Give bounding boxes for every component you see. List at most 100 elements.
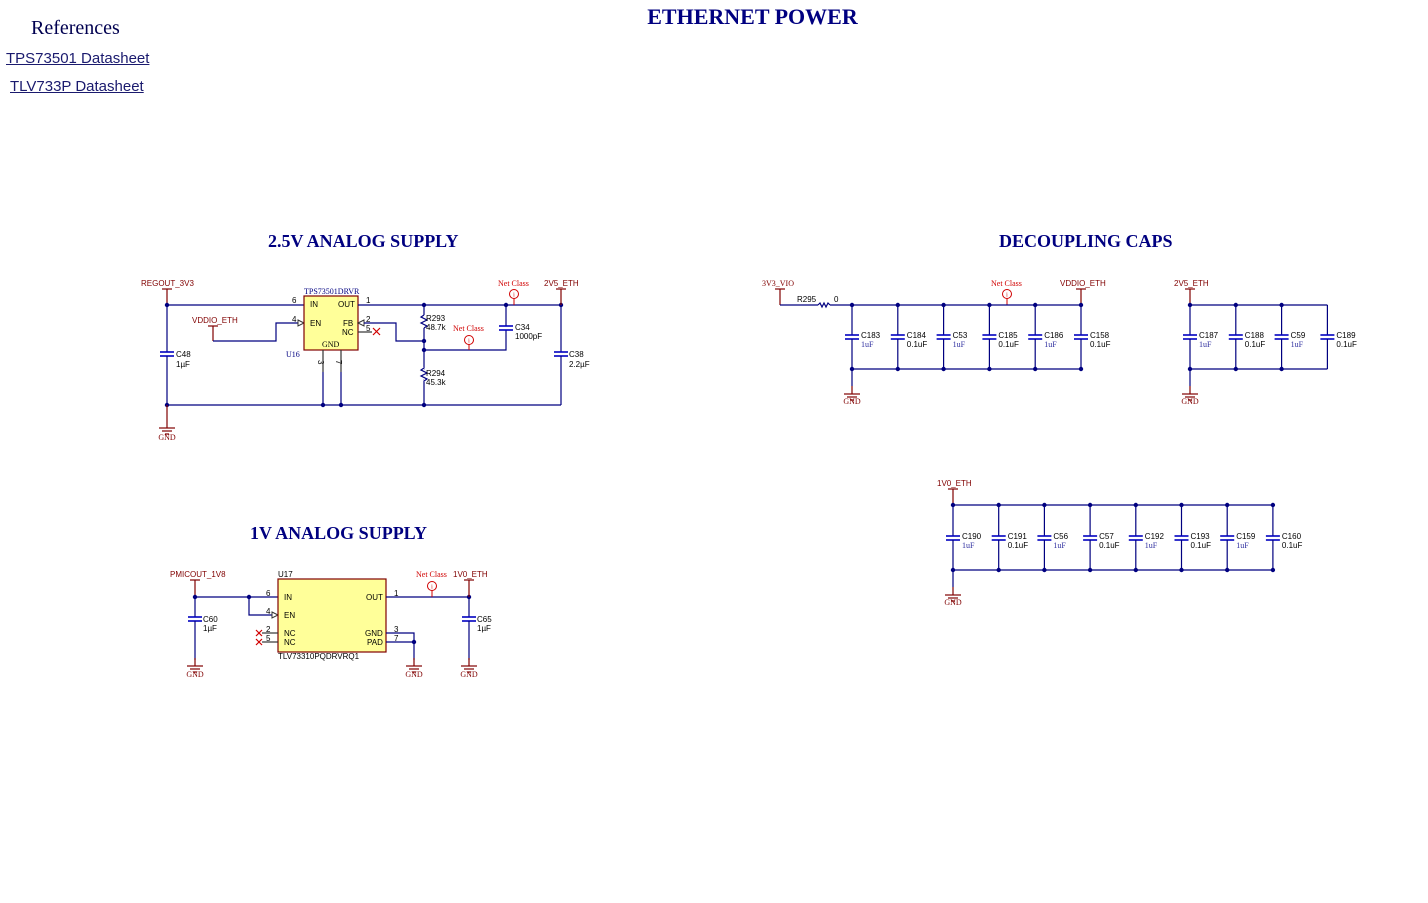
decoupling-1v0-schematic: 1V0_ETH C1901uFC1910.1uFC561uFC570.1uFC1… <box>937 479 1302 607</box>
section-title-2v5: 2.5V ANALOG SUPPLY <box>268 231 459 251</box>
net-label-pmicout-1v8: PMICOUT_1V8 <box>170 570 226 579</box>
u16-pin-gnd: GND <box>322 340 340 349</box>
net-label-3v3-vio: 3V3_VIO <box>762 279 794 288</box>
supply-2v5-schematic: REGOUT_3V3 C48 1µF GND VDDIO_ETH TPS7350… <box>141 279 590 442</box>
u16-pinnum-in: 6 <box>292 296 297 305</box>
u16-part: TPS73501DRVR <box>304 287 360 296</box>
info-circle-icon <box>427 581 437 591</box>
gnd-label: GND <box>843 397 861 406</box>
u17-pin-in: IN <box>284 593 292 602</box>
ic-u17 <box>277 578 387 653</box>
gnd-label: GND <box>944 598 962 607</box>
u17-pinnum-out: 1 <box>394 589 399 598</box>
cap-ref: C57 <box>1099 532 1114 541</box>
c34-ref: C34 <box>515 323 530 332</box>
cap-value: 0.1uF <box>1099 541 1120 550</box>
net-class-label-vddio: Net Class <box>991 279 1022 288</box>
section-title-1v: 1V ANALOG SUPPLY <box>250 523 428 543</box>
r293-ref: R293 <box>426 314 446 323</box>
u17-ref: U17 <box>278 570 293 579</box>
u16-pinnum-nc: 5 <box>366 324 371 333</box>
c48-value: 1µF <box>176 360 190 369</box>
c38-ref: C38 <box>569 350 584 359</box>
cap-ref: C193 <box>1191 532 1211 541</box>
net-label-vddio-eth: VDDIO_ETH <box>192 316 238 325</box>
section-title-decoupling: DECOUPLING CAPS <box>999 231 1173 251</box>
cap-value: 0.1uF <box>1090 340 1111 349</box>
cap-value: 1uF <box>1053 541 1066 550</box>
info-circle-icon <box>509 289 519 299</box>
cap-ref: C59 <box>1291 331 1306 340</box>
u16-pinnum-en: 4 <box>292 315 297 324</box>
c65-value: 1µF <box>477 624 491 633</box>
net-class-label-fb: Net Class <box>453 324 484 333</box>
cap-value: 1uF <box>1044 340 1057 349</box>
r294-value: 45.3k <box>426 378 447 387</box>
cap-value: 1uF <box>1236 541 1249 550</box>
cap-ref: C184 <box>907 331 927 340</box>
cap-ref: C187 <box>1199 331 1219 340</box>
cap-value: 0.1uF <box>998 340 1019 349</box>
cap-ref: C188 <box>1245 331 1265 340</box>
cap-ref: C53 <box>953 331 968 340</box>
gnd-label: GND <box>405 670 423 679</box>
u16-pin-fb: FB <box>343 319 353 328</box>
net-label-2v5-eth-decoup: 2V5_ETH <box>1174 279 1209 288</box>
gnd-label: GND <box>186 670 204 679</box>
gnd-label: GND <box>460 670 478 679</box>
u17-pinnum-nc1: 2 <box>266 625 271 634</box>
cap-ref: C56 <box>1053 532 1068 541</box>
cap-value: 0.1uF <box>1245 340 1266 349</box>
references-title: References <box>31 17 120 39</box>
net-label-vddio-eth-decoup: VDDIO_ETH <box>1060 279 1106 288</box>
c38-value: 2.2µF <box>569 360 590 369</box>
cap-value: 0.1uF <box>1336 340 1357 349</box>
decoupling-2v5-schematic: 2V5_ETH C1871uFC1880.1uFC591uFC1890.1uF … <box>1174 279 1357 406</box>
tps73501-datasheet-link[interactable]: TPS73501 Datasheet <box>6 50 150 67</box>
gnd-label: GND <box>158 433 176 442</box>
u16-pin-nc: NC <box>342 328 354 337</box>
r294-ref: R294 <box>426 369 446 378</box>
u17-pinnum-en: 4 <box>266 607 271 616</box>
u16-pinnum-gnd-a: 3 <box>316 360 325 365</box>
ic-u16 <box>303 295 359 351</box>
c48-ref: C48 <box>176 350 191 359</box>
cap-value: 1uF <box>861 340 874 349</box>
cap-value: 0.1uF <box>1191 541 1212 550</box>
cap-value: 1uF <box>962 541 975 550</box>
info-circle-icon <box>464 335 474 345</box>
u17-pinnum-nc2: 5 <box>266 634 271 643</box>
net-label-2v5-eth: 2V5_ETH <box>544 279 579 288</box>
decoupling-vddio-schematic: 3V3_VIO R295 0 Net Class VDDIO_ETH C1831… <box>762 279 1111 406</box>
u16-pinnum-fb: 2 <box>366 315 371 324</box>
cap-ref: C192 <box>1145 532 1165 541</box>
tlv733p-datasheet-link[interactable]: TLV733P Datasheet <box>10 78 144 95</box>
info-circle-icon <box>1002 289 1012 299</box>
net-label-regout-3v3: REGOUT_3V3 <box>141 279 194 288</box>
supply-1v-schematic: PMICOUT_1V8 C60 1µF GND U17 TLV73310PQDR… <box>170 570 492 679</box>
cap-ref: C186 <box>1044 331 1064 340</box>
c34-value: 1000pF <box>515 332 542 341</box>
r295-ref: R295 <box>797 295 817 304</box>
cap-ref: C183 <box>861 331 881 340</box>
u16-pinnum-out: 1 <box>366 296 371 305</box>
cap-ref: C191 <box>1008 532 1028 541</box>
cap-ref: C158 <box>1090 331 1110 340</box>
u17-part: TLV73310PQDRVRQ1 <box>278 652 360 661</box>
